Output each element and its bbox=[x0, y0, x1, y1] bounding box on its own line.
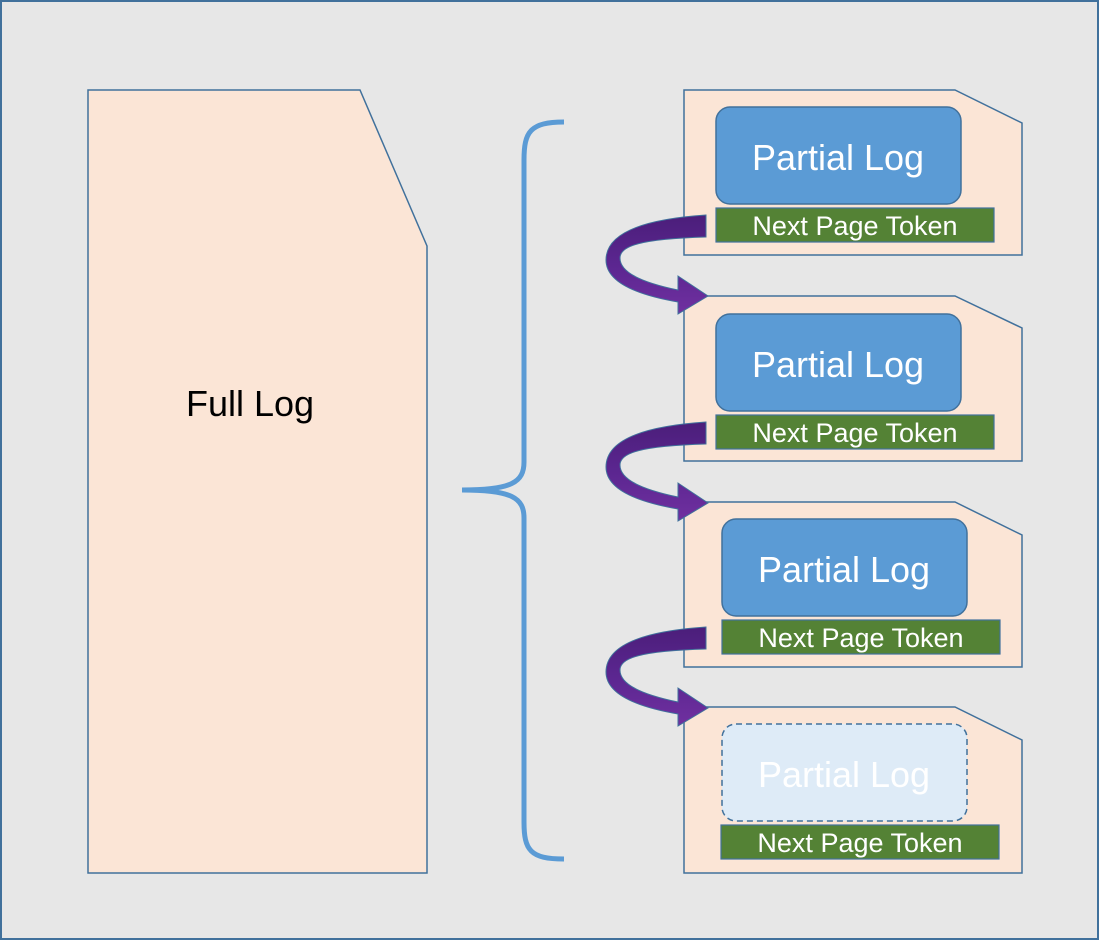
brace-icon bbox=[461, 119, 565, 862]
partial-log-box bbox=[715, 106, 962, 205]
next-page-token bbox=[721, 619, 1001, 655]
partial-log-label: Partial Log bbox=[758, 754, 930, 795]
next-page-arrow-icon bbox=[605, 421, 709, 522]
next-page-token-label: Next Page Token bbox=[758, 623, 963, 653]
partial-log-label: Partial Log bbox=[758, 549, 930, 590]
next-page-arrow-icon bbox=[605, 214, 709, 315]
full-log-document: Full Log bbox=[87, 89, 428, 874]
partial-log-box bbox=[715, 313, 962, 412]
next-page-token bbox=[720, 824, 1000, 860]
full-log-label: Full Log bbox=[186, 383, 314, 424]
page-document: Partial Log Next Page Token bbox=[683, 89, 1023, 256]
next-page-token-label: Next Page Token bbox=[752, 418, 957, 448]
partial-log-label: Partial Log bbox=[752, 137, 924, 178]
page-document: Partial Log Next Page Token bbox=[683, 295, 1023, 462]
next-page-token-label: Next Page Token bbox=[757, 828, 962, 858]
partial-log-box bbox=[721, 518, 968, 617]
page-document-pending: Partial Log Next Page Token bbox=[683, 706, 1023, 874]
next-page-token bbox=[715, 207, 995, 243]
next-page-token bbox=[715, 414, 995, 450]
next-page-arrow-icon bbox=[605, 626, 709, 727]
next-page-token-label: Next Page Token bbox=[752, 211, 957, 241]
partial-log-box-pending bbox=[721, 723, 968, 822]
partial-log-label: Partial Log bbox=[752, 344, 924, 385]
page-document: Partial Log Next Page Token bbox=[683, 501, 1023, 668]
